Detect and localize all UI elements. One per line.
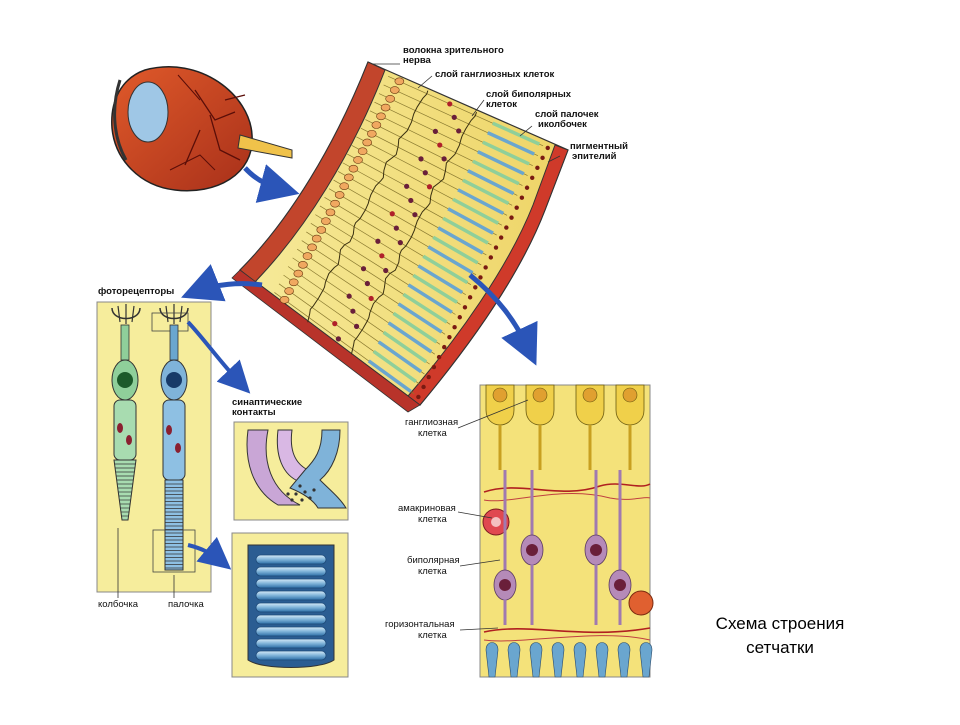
caption-line-1: Схема строения: [715, 614, 845, 633]
label-amacrine-2: клетка: [418, 514, 447, 525]
arrow-retina-to-cell-layers: [468, 273, 538, 366]
label-rod: палочка: [168, 599, 204, 610]
label-horizontal-2: клетка: [418, 630, 447, 641]
label-rods-cones-2: иколбочек: [538, 119, 587, 130]
retina-tissue-block: [231, 61, 569, 413]
label-bipolar-cell-2: клетка: [418, 566, 447, 577]
label-rods-cones-1: слой палочек: [535, 109, 599, 120]
arrow-to-disc-stack: [187, 536, 232, 570]
label-cone: колбочка: [98, 599, 138, 610]
label-optic-fibers-1: волокна зрительного: [403, 45, 504, 56]
caption-line-2: сетчатки: [746, 638, 814, 657]
cell-layers-panel: [479, 384, 654, 678]
synapse-panel: [233, 421, 349, 521]
label-optic-fibers-2: нерва: [403, 55, 431, 66]
arrow-retina-to-photoreceptors: [181, 264, 263, 302]
label-ganglion-layer: слой ганглиозных клеток: [435, 69, 555, 80]
rod-cell: [151, 304, 196, 573]
label-photoreceptors: фоторецепторы: [98, 286, 175, 297]
disc-stack-panel: [231, 532, 349, 678]
cone-cell: [111, 304, 141, 521]
label-bipolar-layer-1: слой биполярных: [486, 89, 572, 100]
eyeball: [111, 66, 293, 192]
photoreceptor-panel: [96, 301, 212, 598]
label-ganglion-cell-2: клетка: [418, 428, 447, 439]
label-amacrine-1: амакриновая: [398, 503, 456, 514]
arrow-eye-to-retina: [243, 164, 300, 203]
diagram-caption: Схема строения сетчатки: [690, 612, 870, 660]
label-bipolar-layer-2: клеток: [486, 99, 518, 110]
label-synaptic-1: синаптические: [232, 397, 303, 408]
arrow-to-synapse: [186, 320, 251, 394]
retina-cell-details: [274, 75, 550, 400]
label-synaptic-2: контакты: [232, 407, 276, 418]
label-bipolar-cell-1: биполярная: [407, 555, 460, 566]
label-pigment-2: эпителий: [572, 151, 617, 162]
label-ganglion-cell-1: ганглиозная: [405, 417, 459, 428]
label-horizontal-1: горизонтальная: [385, 619, 455, 630]
label-pigment-1: пигментный: [570, 141, 628, 152]
label-leaders: [372, 63, 561, 631]
